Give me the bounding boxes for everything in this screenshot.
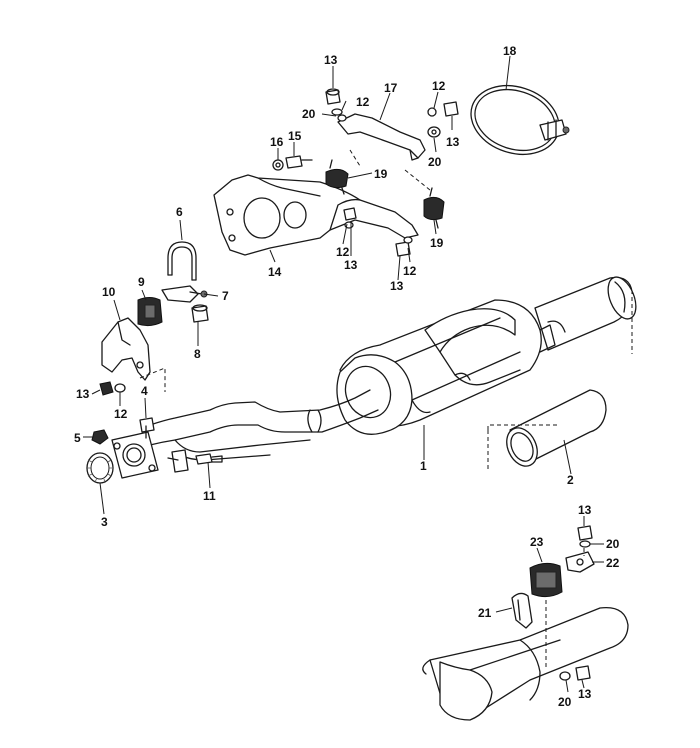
label-19-b: 19 [430,236,444,250]
detail-inset [422,525,629,721]
label-13-f: 13 [578,503,592,517]
label-10: 10 [102,285,116,299]
flange-and-gasket [86,431,159,484]
label-19-a: 19 [374,167,388,181]
label-13-g: 13 [578,687,592,701]
label-21: 21 [478,606,492,620]
label-1: 1 [420,459,427,473]
bolt-4 [139,417,155,439]
label-12-a: 12 [356,95,370,109]
bolt-11 [195,453,223,465]
washer-12-20-top [331,108,347,122]
label-8: 8 [194,347,201,361]
rubber-mount-9 [137,297,163,327]
clamp-band-18 [470,85,570,155]
label-22: 22 [606,556,620,570]
bracket-10 [101,317,151,381]
label-13-b: 13 [446,135,460,149]
front-pipe [149,389,379,473]
hanger-bracket-17 [337,113,426,161]
label-13-e: 13 [76,387,90,401]
hanger-bracket-14 [213,174,419,256]
label-16: 16 [270,135,284,149]
label-6: 6 [176,205,183,219]
label-12-c: 12 [336,245,350,259]
label-2: 2 [567,473,574,487]
isolator-19-lower [423,187,445,229]
label-23: 23 [530,535,544,549]
clamp-7 [161,285,208,303]
label-5: 5 [74,431,81,445]
label-4: 4 [141,384,148,398]
label-17: 17 [384,81,398,95]
u-bolt-6 [167,241,197,281]
nut-8 [191,304,209,323]
label-13-c: 13 [344,258,358,272]
nut-5 [91,429,109,445]
label-12-b: 12 [432,79,446,93]
label-20-d: 20 [558,695,572,709]
tail-pipe-trim-2 [506,389,607,467]
nut-13-top [325,88,341,105]
label-12-e: 12 [114,407,128,421]
nut-13-washer-12-left [99,381,126,396]
label-12-d: 12 [403,264,417,278]
isolator-19-upper [325,159,349,195]
label-9: 9 [138,275,145,289]
leader-lines [83,55,604,693]
label-11: 11 [203,489,216,503]
label-20-b: 20 [428,155,442,169]
nut-washer-right-upper [427,101,459,138]
label-18: 18 [503,44,517,58]
label-3: 3 [101,515,108,529]
bolt-15 [285,155,313,169]
nut-washer-lower-right [395,236,413,257]
label-7: 7 [222,289,229,303]
nut-washer-mid [343,207,357,229]
main-muffler [336,276,637,435]
label-20-c: 20 [606,537,620,551]
label-14: 14 [268,265,282,279]
label-13-a: 13 [324,53,338,67]
label-20-a: 20 [302,107,316,121]
washer-16 [272,159,284,171]
label-13-d: 13 [390,279,404,293]
label-15: 15 [288,129,302,143]
